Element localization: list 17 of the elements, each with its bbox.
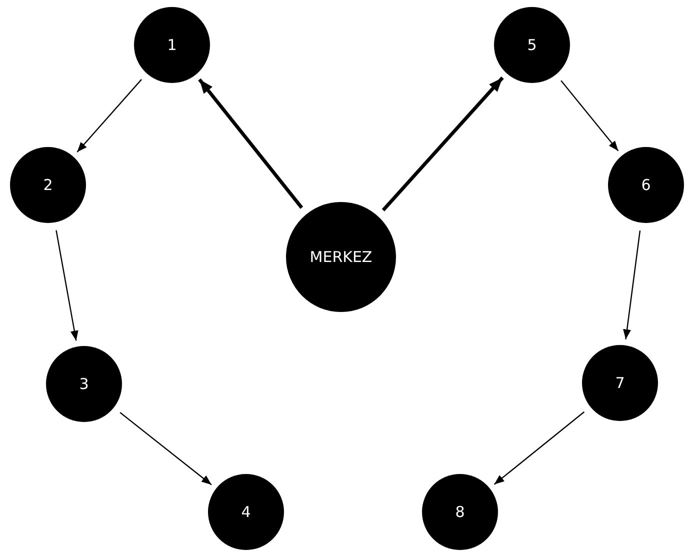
node-label: 7	[615, 372, 625, 394]
arrow	[76, 79, 142, 152]
node-label: MERKEZ	[310, 246, 372, 268]
node-label: 4	[241, 502, 251, 523]
node-label: 5	[527, 34, 537, 56]
arrow	[198, 78, 304, 209]
arrow	[560, 80, 619, 152]
node-label: 8	[455, 502, 465, 523]
arrow	[382, 76, 504, 212]
arrow	[56, 230, 78, 341]
node-label: 6	[641, 174, 651, 196]
node-label: 3	[79, 374, 89, 395]
node-label: 2	[43, 174, 53, 196]
arrow	[494, 411, 585, 485]
node-label: 1	[167, 34, 177, 56]
arrow	[623, 230, 641, 340]
arrow	[120, 412, 212, 486]
